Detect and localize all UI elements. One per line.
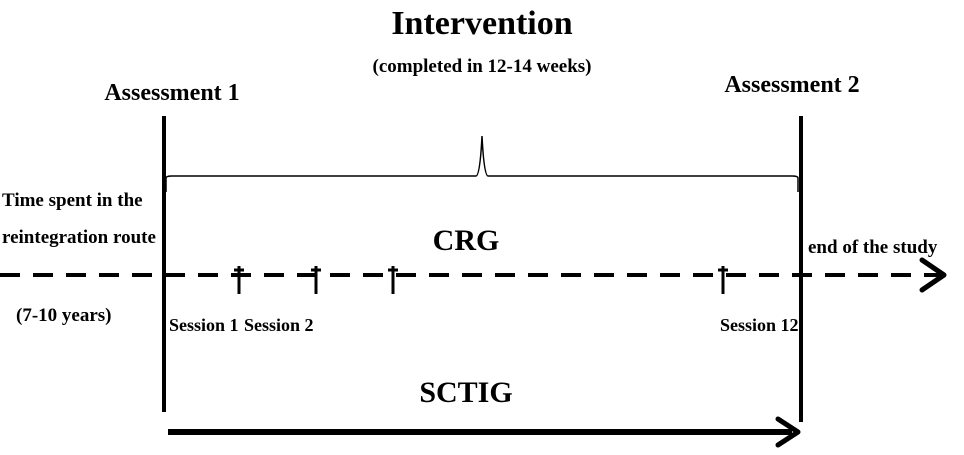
sctig-arrowhead [775, 416, 801, 448]
assessment-1-label: Assessment 1 [104, 80, 239, 106]
session-12-label: Session 12 [720, 315, 799, 335]
session-2-label: Session 2 [244, 315, 314, 335]
session-tick-12 [718, 266, 728, 294]
intervention-brace [165, 135, 799, 192]
assessment-2-label: Assessment 2 [724, 72, 859, 98]
session-tick-1 [234, 266, 244, 294]
pre-period-duration: (7-10 years) [16, 305, 112, 326]
session-tick-2 [311, 266, 321, 294]
main-timeline-arrowhead [919, 257, 947, 293]
diagram-title: Intervention [391, 5, 572, 42]
end-of-study-label: end of the study [808, 237, 938, 258]
crg-group-label: CRG [433, 224, 500, 257]
pre-period-label-line-2: reintegration route [2, 227, 156, 248]
session-1-label: Session 1 [169, 315, 239, 335]
sctig-group-label: SCTIG [419, 376, 512, 409]
session-tick-3 [388, 266, 398, 294]
diagram-subtitle: (completed in 12-14 weeks) [373, 56, 592, 77]
pre-period-label-line-1: Time spent in the [2, 190, 143, 211]
